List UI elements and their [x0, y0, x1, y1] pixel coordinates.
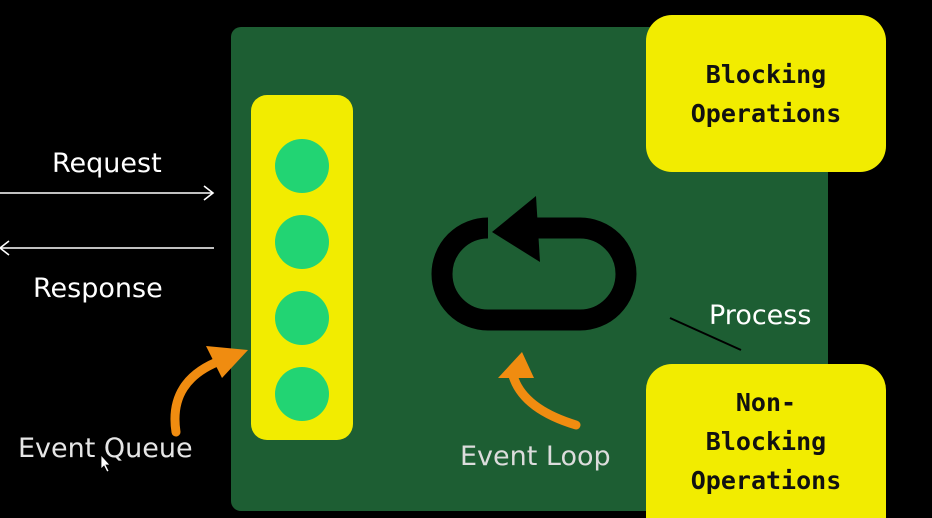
- event-queue-pointer-arrow: [170, 346, 248, 437]
- non-blocking-operations-label: Non- Blocking Operations: [690, 387, 842, 495]
- request-arrow: [0, 185, 215, 201]
- non-blocking-operations-box: Non- Blocking Operations: [646, 364, 886, 518]
- event-queue-label: Event Queue: [18, 433, 193, 464]
- blocking-operations-box: Blocking Operations: [646, 15, 886, 172]
- loop-cycle-icon: [431, 196, 637, 331]
- response-label: Response: [33, 273, 163, 304]
- event-loop-pointer-arrow: [498, 352, 581, 430]
- request-label: Request: [52, 148, 162, 179]
- blocking-operations-label: Blocking Operations: [690, 59, 842, 128]
- queue-item: [275, 367, 329, 421]
- event-loop-label: Event Loop: [460, 441, 611, 472]
- response-arrow: [0, 240, 214, 256]
- queue-item: [275, 139, 329, 193]
- process-label: Process: [709, 300, 812, 331]
- event-queue-container: [251, 95, 353, 440]
- mouse-cursor-icon: [100, 453, 111, 473]
- queue-item: [275, 215, 329, 269]
- process-pointer-line: [669, 317, 742, 351]
- queue-item: [275, 291, 329, 345]
